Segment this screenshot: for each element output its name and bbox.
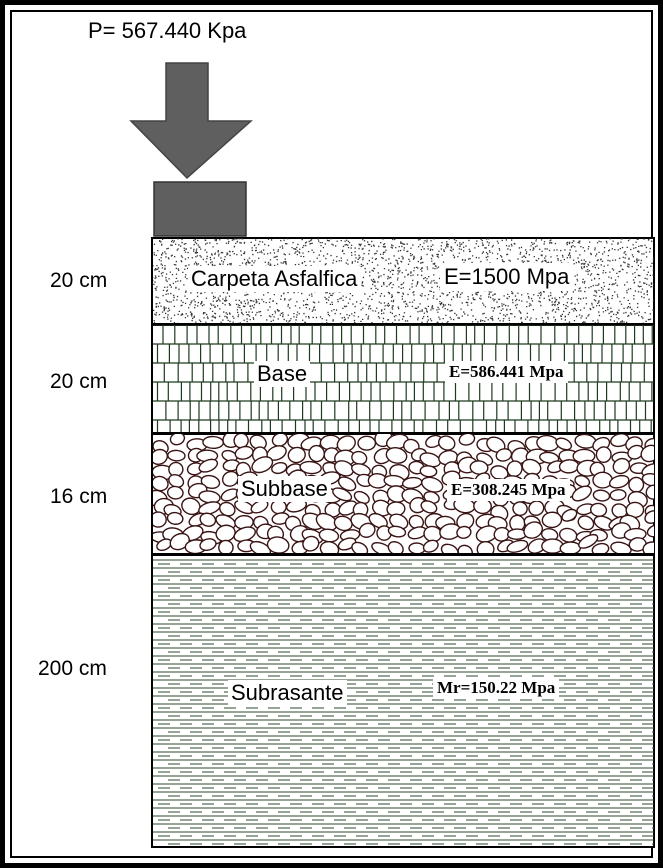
layer-modulus-subrasante: Mr=150.22 Mpa — [433, 677, 560, 699]
thickness-base: 20 cm — [50, 370, 108, 393]
layer-name-base: Base — [254, 361, 311, 387]
thickness-subrasante: 200 cm — [38, 657, 107, 680]
layer-name-subbase: Subbase — [238, 476, 331, 502]
layer-name-subrasante: Subrasante — [228, 680, 347, 706]
load-arrow — [129, 62, 253, 180]
layer-modulus-carpeta-asfaltica: E=1500 Mpa — [440, 263, 574, 291]
layer-name-carpeta-asfaltica: Carpeta Asfalfica — [188, 266, 361, 292]
thickness-carpeta-asfaltica: 20 cm — [50, 269, 108, 292]
thickness-subbase: 16 cm — [50, 485, 108, 508]
layer-modulus-subbase: E=308.245 Mpa — [447, 479, 570, 501]
layer-modulus-base: E=586.441 Mpa — [445, 361, 568, 383]
load-plate — [153, 181, 247, 237]
load-pressure-label: P= 567.440 Kpa — [88, 18, 247, 43]
